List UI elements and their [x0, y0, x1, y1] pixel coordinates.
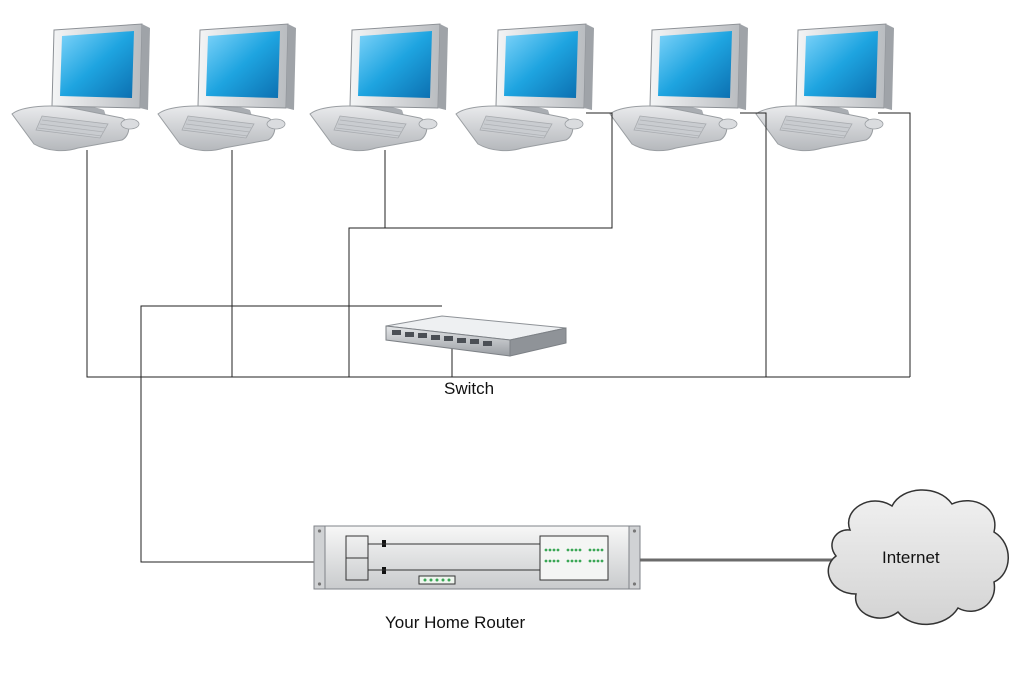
- cloud-label: Internet: [882, 548, 940, 567]
- cloud-icon: [827, 489, 1009, 626]
- computer-1-icon: [11, 23, 151, 152]
- computer-3-icon: [309, 23, 449, 152]
- router-label: Your Home Router: [385, 613, 526, 632]
- cable-pc5: [740, 112, 767, 377]
- cable-switch-router: [140, 305, 442, 563]
- computer-4-icon: [455, 23, 595, 152]
- rack-router-icon: [313, 525, 641, 590]
- cable-pc1: [86, 150, 910, 378]
- cable-switch-bus: [348, 227, 385, 377]
- switch-label: Switch: [444, 379, 495, 398]
- network-cables: [86, 112, 911, 563]
- cable-pc6: [878, 112, 911, 377]
- network-switch-icon: [385, 315, 567, 357]
- computer-2-icon: [157, 23, 297, 152]
- cable-pc3-pc4: [384, 112, 613, 229]
- computer-6-icon: [755, 23, 895, 152]
- computer-5-icon: [609, 23, 749, 152]
